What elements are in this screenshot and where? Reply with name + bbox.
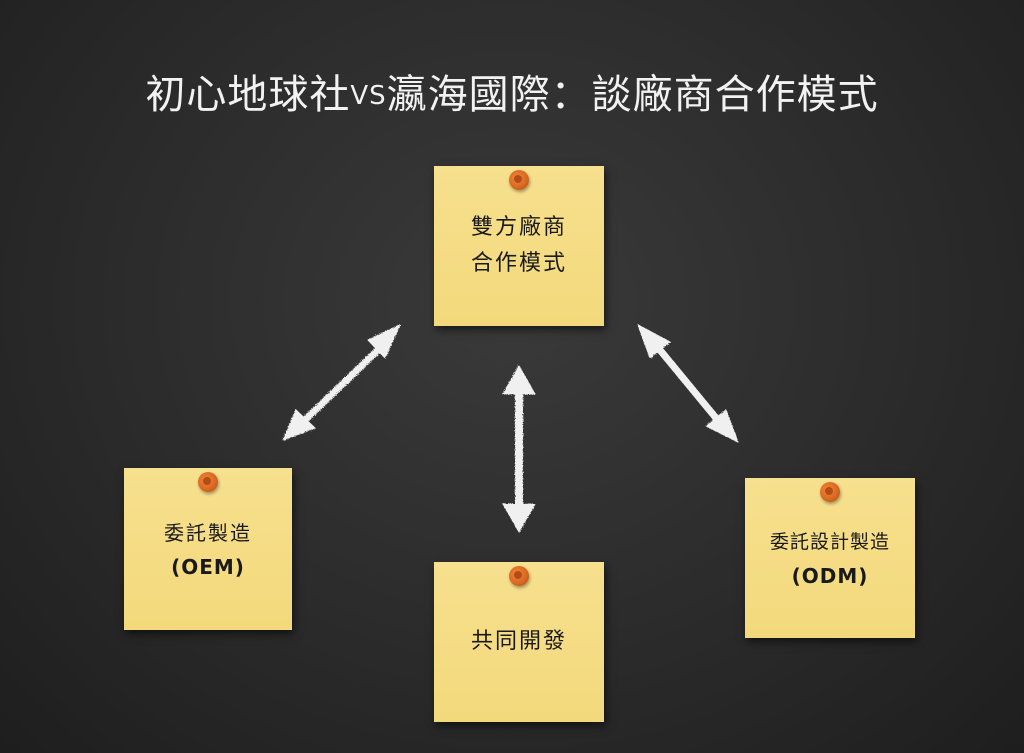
sticky-note-oem: 委託製造 (OEM): [124, 468, 292, 630]
pushpin-icon: [509, 566, 529, 586]
title-part2: 瀛海國際：談廠商合作模式: [386, 72, 879, 118]
note-bottom-line1: 共同開發: [470, 629, 567, 654]
title-part1: 初心地球社: [145, 72, 351, 118]
slide-title: 初心地球社VS瀛海國際：談廠商合作模式: [0, 62, 1024, 120]
arrow-center-head-top: [502, 365, 536, 395]
arrow-left-head-top: [367, 324, 401, 359]
sticky-note-co-development: 共同開發: [434, 562, 604, 722]
note-top-line1: 雙方廠商: [470, 215, 567, 240]
arrow-center-head-bottom: [502, 503, 536, 533]
arrow-right-head-bottom: [705, 409, 739, 443]
note-top-line2: 合作模式: [470, 251, 567, 276]
arrow-right-shaft: [657, 347, 719, 421]
arrow-right: [637, 324, 739, 443]
sticky-note-joint-cooperation: 雙方廠商 合作模式: [434, 166, 604, 326]
arrow-right-head-top: [637, 324, 671, 359]
pushpin-icon: [509, 170, 529, 190]
note-right-line1: 委託設計製造: [769, 531, 890, 553]
arrow-left-head-bottom: [282, 409, 316, 441]
arrow-left-shaft: [302, 347, 381, 423]
pushpin-icon: [198, 472, 218, 492]
note-left-abbr: (OEM): [171, 555, 245, 579]
title-vs: VS: [350, 81, 387, 111]
arrow-left: [282, 324, 401, 441]
pushpin-icon: [820, 482, 840, 502]
sticky-note-odm: 委託設計製造 (ODM): [745, 478, 915, 638]
note-right-abbr: (ODM): [791, 564, 869, 588]
note-left-line1: 委託製造: [164, 521, 252, 545]
arrow-center: [502, 365, 536, 533]
